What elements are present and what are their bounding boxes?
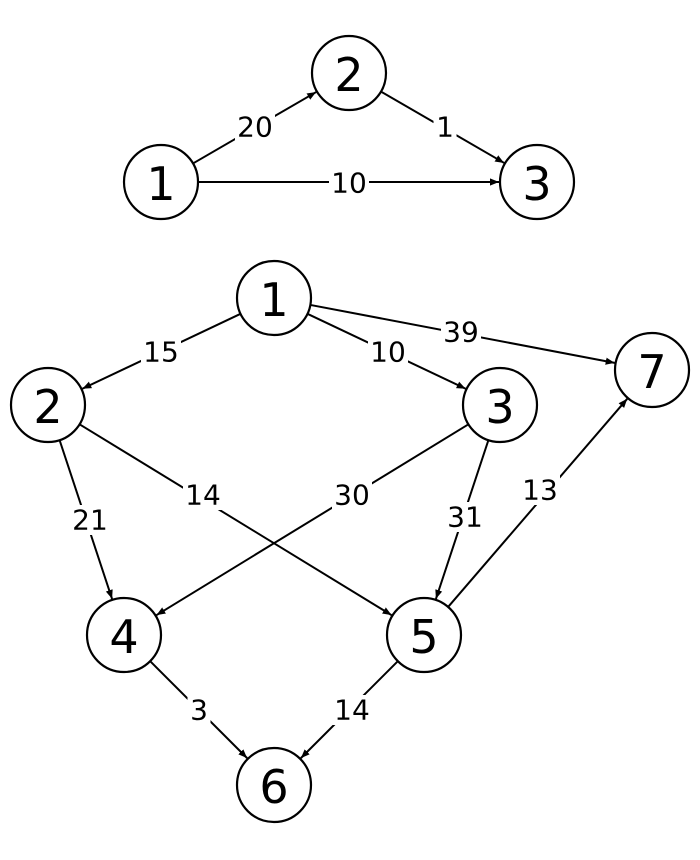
edge-weight-label: 30 — [334, 479, 370, 512]
node-label: 3 — [485, 380, 514, 434]
node-label: 2 — [33, 380, 62, 434]
small-graph-node-3: 3 — [498, 143, 576, 221]
node-label: 6 — [259, 760, 288, 814]
edge-weight-label: 31 — [447, 501, 483, 534]
node-label: 7 — [637, 345, 666, 399]
small-graph-node-2: 2 — [310, 34, 388, 112]
large-graph-edge-weight-1-7: 39 — [441, 316, 481, 349]
large-graph-node-3: 3 — [461, 366, 539, 444]
large-graph-edge-weight-3-4: 30 — [332, 479, 372, 512]
edge-weight-label: 39 — [443, 316, 479, 349]
large-graph-edge-3-to-4 — [155, 423, 469, 617]
node-label: 3 — [522, 157, 551, 211]
large-graph-node-2: 2 — [9, 366, 87, 444]
large-graph-edge-weight-2-4: 21 — [70, 504, 110, 537]
edge-weight-label: 21 — [72, 504, 108, 537]
large-graph-edge-weight-1-2: 15 — [141, 336, 181, 369]
large-graph-edge-weight-4-6: 3 — [187, 694, 211, 727]
small-graph-edge-weight-1-2: 20 — [235, 111, 275, 144]
node-label: 4 — [109, 610, 138, 664]
large-graph-edge-2-to-5 — [79, 423, 393, 617]
large-graph-edge-weight-2-5: 14 — [183, 479, 223, 512]
edge-weight-label: 14 — [185, 479, 221, 512]
small-graph-edge-weight-1-3: 10 — [329, 167, 369, 200]
edge-weight-label: 15 — [143, 336, 179, 369]
edge-weight-label: 10 — [370, 336, 406, 369]
edge-weight-label: 10 — [331, 167, 367, 200]
edge-weight-label: 13 — [522, 474, 558, 507]
edge-weight-label: 20 — [237, 111, 273, 144]
large-graph-node-7: 7 — [613, 331, 691, 409]
large-graph-node-4: 4 — [85, 596, 163, 674]
small-graph-edge-weight-2-3: 1 — [433, 111, 457, 144]
small-graph-node-1: 1 — [122, 143, 200, 221]
node-label: 1 — [259, 273, 288, 327]
node-label: 5 — [409, 610, 438, 664]
large-graph-edge-weight-3-5: 31 — [445, 501, 485, 534]
large-graph-node-5: 5 — [385, 596, 463, 674]
node-label: 2 — [334, 48, 363, 102]
large-graph-node-6: 6 — [235, 746, 313, 824]
edge-weight-label: 3 — [190, 694, 208, 727]
edge-weight-label: 14 — [334, 694, 370, 727]
node-label: 1 — [146, 157, 175, 211]
large-graph-edge-weight-1-3: 10 — [368, 336, 408, 369]
large-graph-node-1: 1 — [235, 259, 313, 337]
large-graph-edge-weight-5-7: 13 — [520, 474, 560, 507]
edge-weight-label: 1 — [436, 111, 454, 144]
large-graph-edge-weight-5-6: 14 — [332, 694, 372, 727]
